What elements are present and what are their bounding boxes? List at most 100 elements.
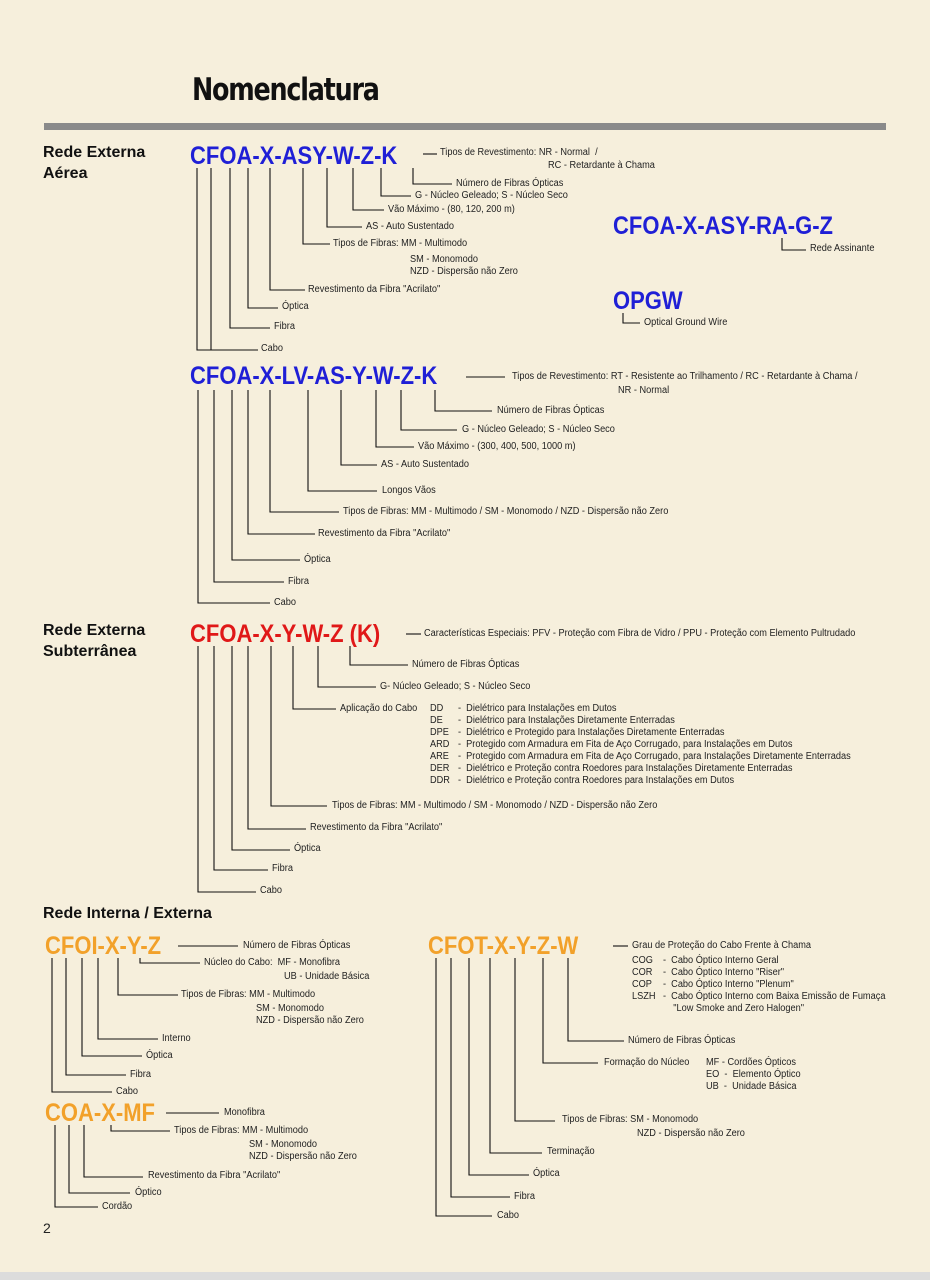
c4-label-auto-sustentado: AS - Auto Sustentado (381, 459, 469, 470)
c6-label-fibra: Fibra (130, 1069, 151, 1080)
c6-line-fibra (65, 958, 126, 1076)
c3-label-optical-ground: Optical Ground Wire (644, 317, 728, 328)
page-title: Nomenclatura (192, 72, 380, 108)
c1-label-tipos-fibras: Tipos de Fibras: MM - Multimodo (333, 238, 468, 249)
c4-line-nucleo (400, 390, 457, 431)
code-cfoa-asy: CFOA-X-ASY-W-Z-K (190, 142, 398, 170)
c4-label-tipos-revestimento: Tipos de Revestimento: RT - Resistente a… (512, 371, 858, 382)
c1-line-numero-fibras (412, 168, 452, 185)
c8-label-nzd: NZD - Dispersão não Zero (637, 1128, 745, 1139)
c5-line-cabo (197, 646, 256, 893)
c4-line-auto (340, 390, 377, 466)
c5-line-nucleo (317, 646, 376, 688)
c8-label-fibra: Fibra (514, 1191, 535, 1202)
c8-line-optica (468, 958, 529, 1176)
c4-line-cabo (197, 390, 270, 604)
header-rule (44, 123, 886, 130)
c8-label-formacao-opcoes: MF - Cordões Ópticos EO - Elemento Óptic… (706, 1057, 801, 1092)
c6-label-sm-nzd: SM - Monomodo NZD - Dispersão não Zero (256, 1003, 364, 1026)
c8-line-terminacao (489, 958, 542, 1154)
c8-label-codigos-protecao: COG COR COP LSZH (632, 955, 656, 1002)
c6-label-numero-fibras: Número de Fibras Ópticas (243, 940, 351, 951)
c5-line-numero-fibras (349, 646, 408, 666)
c6-line-cabo (51, 958, 112, 1093)
c8-label-formacao-nucleo: Formação do Núcleo (604, 1057, 690, 1068)
c1-label-nucleo: G - Núcleo Geleado; S - Núcleo Seco (415, 190, 568, 201)
c1-line-tipos-fibras (302, 168, 330, 245)
section-rede-interna-externa: Rede Interna / Externa (43, 905, 212, 922)
c1-label-revestimento-fibra: Revestimento da Fibra "Acrilato" (308, 284, 441, 295)
c5-line-optica (231, 646, 290, 851)
c1-line-revestimento-fibra (269, 168, 305, 291)
c5-label-nucleo: G- Núcleo Geleado; S - Núcleo Seco (380, 681, 531, 692)
c5-line-tipos-fibras (270, 646, 327, 807)
c4-label-numero-fibras: Número de Fibras Ópticas (497, 405, 605, 416)
code-opgw: OPGW (613, 287, 683, 315)
section-rede-externa-aerea: Rede Externa Aérea (43, 144, 146, 182)
c1-line-cabo (196, 168, 258, 351)
c5-line-aplicacao (292, 646, 336, 710)
c1-line-nucleo (380, 168, 411, 197)
c1-line-auto (326, 168, 362, 228)
c1-label-tipos-revestimento: Tipos de Revestimento: NR - Normal / (440, 147, 598, 158)
c1-line-optica (247, 168, 278, 309)
c7-label-sm-nzd: SM - Monomodo NZD - Dispersão não Zero (249, 1139, 357, 1162)
c7-line-revestimento-fibra (83, 1125, 143, 1178)
c8-line-cabo (435, 958, 492, 1217)
c5-label-descricoes-aplicacao: - Dielétrico para Instalações em Dutos -… (458, 703, 851, 786)
c4-label-nucleo: G - Núcleo Geleado; S - Núcleo Seco (462, 424, 615, 435)
c4-label-nr: NR - Normal (618, 385, 670, 396)
code-cfoa-lv: CFOA-X-LV-AS-Y-W-Z-K (190, 362, 438, 390)
c7-label-cordao: Cordão (102, 1201, 133, 1212)
c7-label-optico: Óptico (135, 1187, 162, 1198)
c5-label-aplicacao-cabo: Aplicação do Cabo (340, 703, 418, 714)
c6-label-ub: UB - Unidade Básica (284, 971, 370, 982)
c8-label-grau-protecao: Grau de Proteção do Cabo Frente à Chama (632, 940, 811, 951)
c8-label-optica: Óptica (533, 1168, 560, 1179)
c5-line-revestimento-fibra (247, 646, 306, 830)
c1-label-retardante: RC - Retardante à Chama (548, 160, 655, 171)
c5-label-fibra: Fibra (272, 863, 293, 874)
c6-label-tipos-fibras: Tipos de Fibras: MM - Multimodo (181, 989, 316, 1000)
c8-label-cabo: Cabo (497, 1210, 519, 1221)
c1-label-cabo: Cabo (261, 343, 283, 354)
c8-line-fibra (450, 958, 510, 1198)
c8-label-terminacao: Terminação (547, 1146, 595, 1157)
c5-label-tipos-fibras: Tipos de Fibras: MM - Multimodo / SM - M… (332, 800, 658, 811)
c7-line-tipos-fibras (110, 1125, 170, 1132)
c7-line-optico (68, 1125, 130, 1194)
c2-line-rede-assinante (781, 238, 806, 251)
c8-label-descricoes-protecao: - Cabo Óptico Interno Geral - Cabo Óptic… (663, 955, 886, 1014)
c7-label-monofibra: Monofibra (224, 1107, 265, 1118)
c4-label-tipos-fibras: Tipos de Fibras: MM - Multimodo / SM - M… (343, 506, 669, 517)
c6-label-cabo: Cabo (116, 1086, 138, 1097)
c6-label-nucleo: Núcleo do Cabo: MF - Monofibra (204, 957, 341, 968)
c4-line-longos (307, 390, 377, 492)
c1-line-fibra (229, 168, 270, 329)
c5-label-revestimento-fibra: Revestimento da Fibra "Acrilato" (310, 822, 443, 833)
c4-line-optica (231, 390, 300, 561)
code-cfoa-asy-ra: CFOA-X-ASY-RA-G-Z (613, 212, 833, 240)
c4-label-cabo: Cabo (274, 597, 296, 608)
c4-label-optica: Óptica (304, 554, 331, 565)
page-number: 2 (43, 1220, 51, 1236)
c4-line-numero-fibras (434, 390, 492, 412)
bottom-band (0, 1272, 930, 1280)
c1-line-vao (352, 168, 384, 211)
c5-label-caracteristicas: Características Especiais: PFV - Proteçã… (424, 628, 856, 639)
section-rede-externa-subterranea: Rede Externa Subterrânea (43, 622, 146, 660)
c4-label-revestimento-fibra: Revestimento da Fibra "Acrilato" (318, 528, 451, 539)
c4-label-fibra: Fibra (288, 576, 309, 587)
c6-line-nucleo (139, 958, 200, 964)
c1-label-vao: Vão Máximo - (80, 120, 200 m) (388, 204, 515, 215)
c6-line-optica (81, 958, 142, 1057)
code-cfoa-subterranea: CFOA-X-Y-W-Z (K) (190, 620, 381, 648)
c5-label-optica: Óptica (294, 843, 321, 854)
c4-line-vao (375, 390, 414, 448)
c8-line-formacao-nucleo (542, 958, 598, 1064)
c5-label-codigos-aplicacao: DD DE DPE ARD ARE DER DDR (430, 703, 450, 786)
c2-label-rede-assinante: Rede Assinante (810, 243, 875, 254)
code-cfot: CFOT-X-Y-Z-W (428, 932, 579, 960)
